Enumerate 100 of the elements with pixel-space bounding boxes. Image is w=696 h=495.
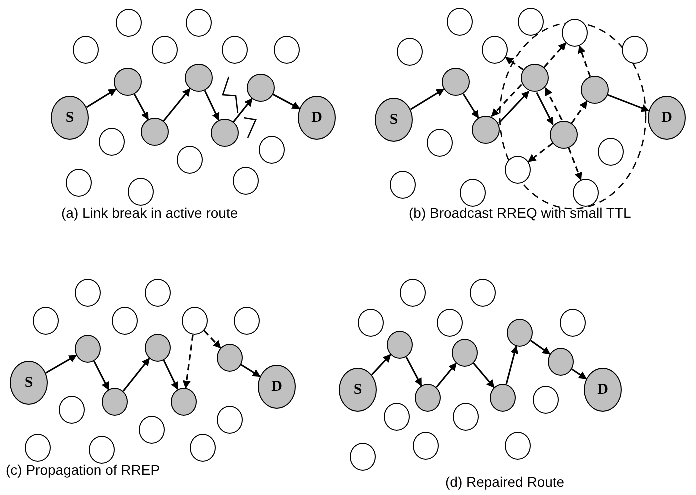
arrow bbox=[498, 91, 530, 124]
node-circle bbox=[584, 368, 622, 412]
node-circle bbox=[413, 432, 439, 460]
arrow bbox=[473, 362, 495, 388]
panel-caption: (d) Repaired Route bbox=[446, 474, 565, 490]
node-circle bbox=[390, 171, 416, 199]
node-circle bbox=[234, 307, 260, 335]
node-label: S bbox=[24, 376, 34, 390]
node-circle bbox=[66, 169, 92, 197]
dashed-arrow bbox=[568, 148, 582, 181]
arrow bbox=[46, 354, 78, 374]
node-circle bbox=[437, 309, 463, 337]
node-circle bbox=[186, 9, 212, 37]
node-circle bbox=[482, 36, 508, 64]
node-circle bbox=[10, 361, 48, 405]
node-circle bbox=[128, 178, 154, 206]
route-node-circle bbox=[581, 76, 609, 104]
node-circle bbox=[25, 434, 51, 462]
arrow bbox=[530, 340, 551, 355]
arrow bbox=[410, 88, 445, 110]
route-node-circle bbox=[75, 335, 101, 363]
panel-caption: (a) Link break in active route bbox=[62, 205, 238, 221]
route-node-circle bbox=[171, 388, 197, 416]
arrow bbox=[163, 360, 179, 390]
node-circle bbox=[397, 38, 423, 66]
node-circle bbox=[222, 36, 248, 64]
node-circle bbox=[622, 36, 648, 64]
node-circle bbox=[358, 309, 384, 337]
panel-caption: (c) Propagation of RREP bbox=[6, 462, 160, 478]
route-node-circle bbox=[247, 74, 275, 102]
node-circle bbox=[89, 436, 115, 464]
arrow bbox=[134, 94, 150, 120]
route-node-circle bbox=[548, 348, 574, 376]
route-node-circle bbox=[217, 344, 243, 372]
node-circle bbox=[505, 156, 531, 184]
node-label: S bbox=[354, 382, 362, 398]
node-circle bbox=[116, 9, 142, 37]
route-node-circle bbox=[145, 334, 171, 362]
node-circle bbox=[350, 443, 376, 471]
panel-caption: (b) Broadcast RREQ with small TTL bbox=[409, 205, 632, 221]
node-circle bbox=[59, 396, 85, 424]
node-circle bbox=[400, 279, 426, 307]
node-circle bbox=[339, 368, 377, 412]
node-circle bbox=[518, 8, 544, 36]
arrow bbox=[163, 88, 191, 122]
node-circle bbox=[470, 279, 496, 307]
node-circle bbox=[533, 386, 559, 414]
route-node-circle bbox=[472, 116, 500, 144]
node-circle bbox=[73, 36, 99, 64]
node-label: S bbox=[390, 112, 398, 128]
arrow bbox=[436, 362, 457, 388]
node-circle bbox=[598, 138, 624, 166]
arrow bbox=[94, 360, 110, 390]
dashed-arrow bbox=[544, 42, 567, 68]
arrow bbox=[86, 88, 117, 108]
node-circle bbox=[648, 96, 686, 140]
route-node-circle bbox=[415, 384, 441, 412]
dashed-arrow bbox=[182, 334, 194, 389]
node-circle bbox=[190, 434, 216, 462]
arrow bbox=[204, 90, 220, 122]
node-circle bbox=[573, 179, 599, 207]
arrow bbox=[506, 346, 519, 385]
node-circle bbox=[182, 307, 208, 335]
node-circle bbox=[562, 19, 588, 47]
route-node-circle bbox=[211, 119, 239, 147]
arrow bbox=[233, 98, 253, 123]
node-label: D bbox=[662, 110, 672, 126]
dashed-arrow bbox=[578, 45, 592, 78]
arrow bbox=[536, 92, 554, 126]
route-node-circle bbox=[507, 319, 533, 347]
node-circle bbox=[259, 136, 285, 164]
arrow bbox=[406, 356, 422, 387]
node-circle bbox=[177, 146, 203, 174]
route-node-circle bbox=[387, 331, 413, 359]
node-circle bbox=[33, 307, 59, 335]
route-node-circle bbox=[185, 64, 213, 92]
arrow bbox=[240, 364, 261, 378]
node-circle bbox=[384, 403, 410, 431]
node-circle bbox=[453, 403, 479, 431]
node-circle bbox=[233, 167, 259, 195]
node-circle bbox=[375, 98, 413, 142]
node-circle bbox=[274, 36, 300, 64]
arrow bbox=[371, 354, 392, 376]
route-node-circle bbox=[102, 388, 128, 416]
node-circle bbox=[51, 96, 89, 140]
route-node-circle bbox=[490, 384, 516, 412]
node-circle bbox=[217, 406, 243, 434]
node-circle bbox=[505, 432, 531, 460]
route-node-circle bbox=[452, 339, 478, 367]
node-circle bbox=[139, 416, 165, 444]
node-label: D bbox=[312, 110, 322, 126]
route-node-circle bbox=[442, 68, 470, 96]
route-node-circle bbox=[114, 68, 142, 96]
arrow bbox=[122, 358, 150, 392]
dashed-arrow bbox=[491, 84, 522, 117]
route-node-circle bbox=[550, 121, 578, 149]
dashed-arrow bbox=[204, 330, 222, 349]
node-label: S bbox=[66, 110, 74, 126]
route-node-circle bbox=[521, 64, 549, 92]
dashed-arrow bbox=[545, 88, 563, 121]
